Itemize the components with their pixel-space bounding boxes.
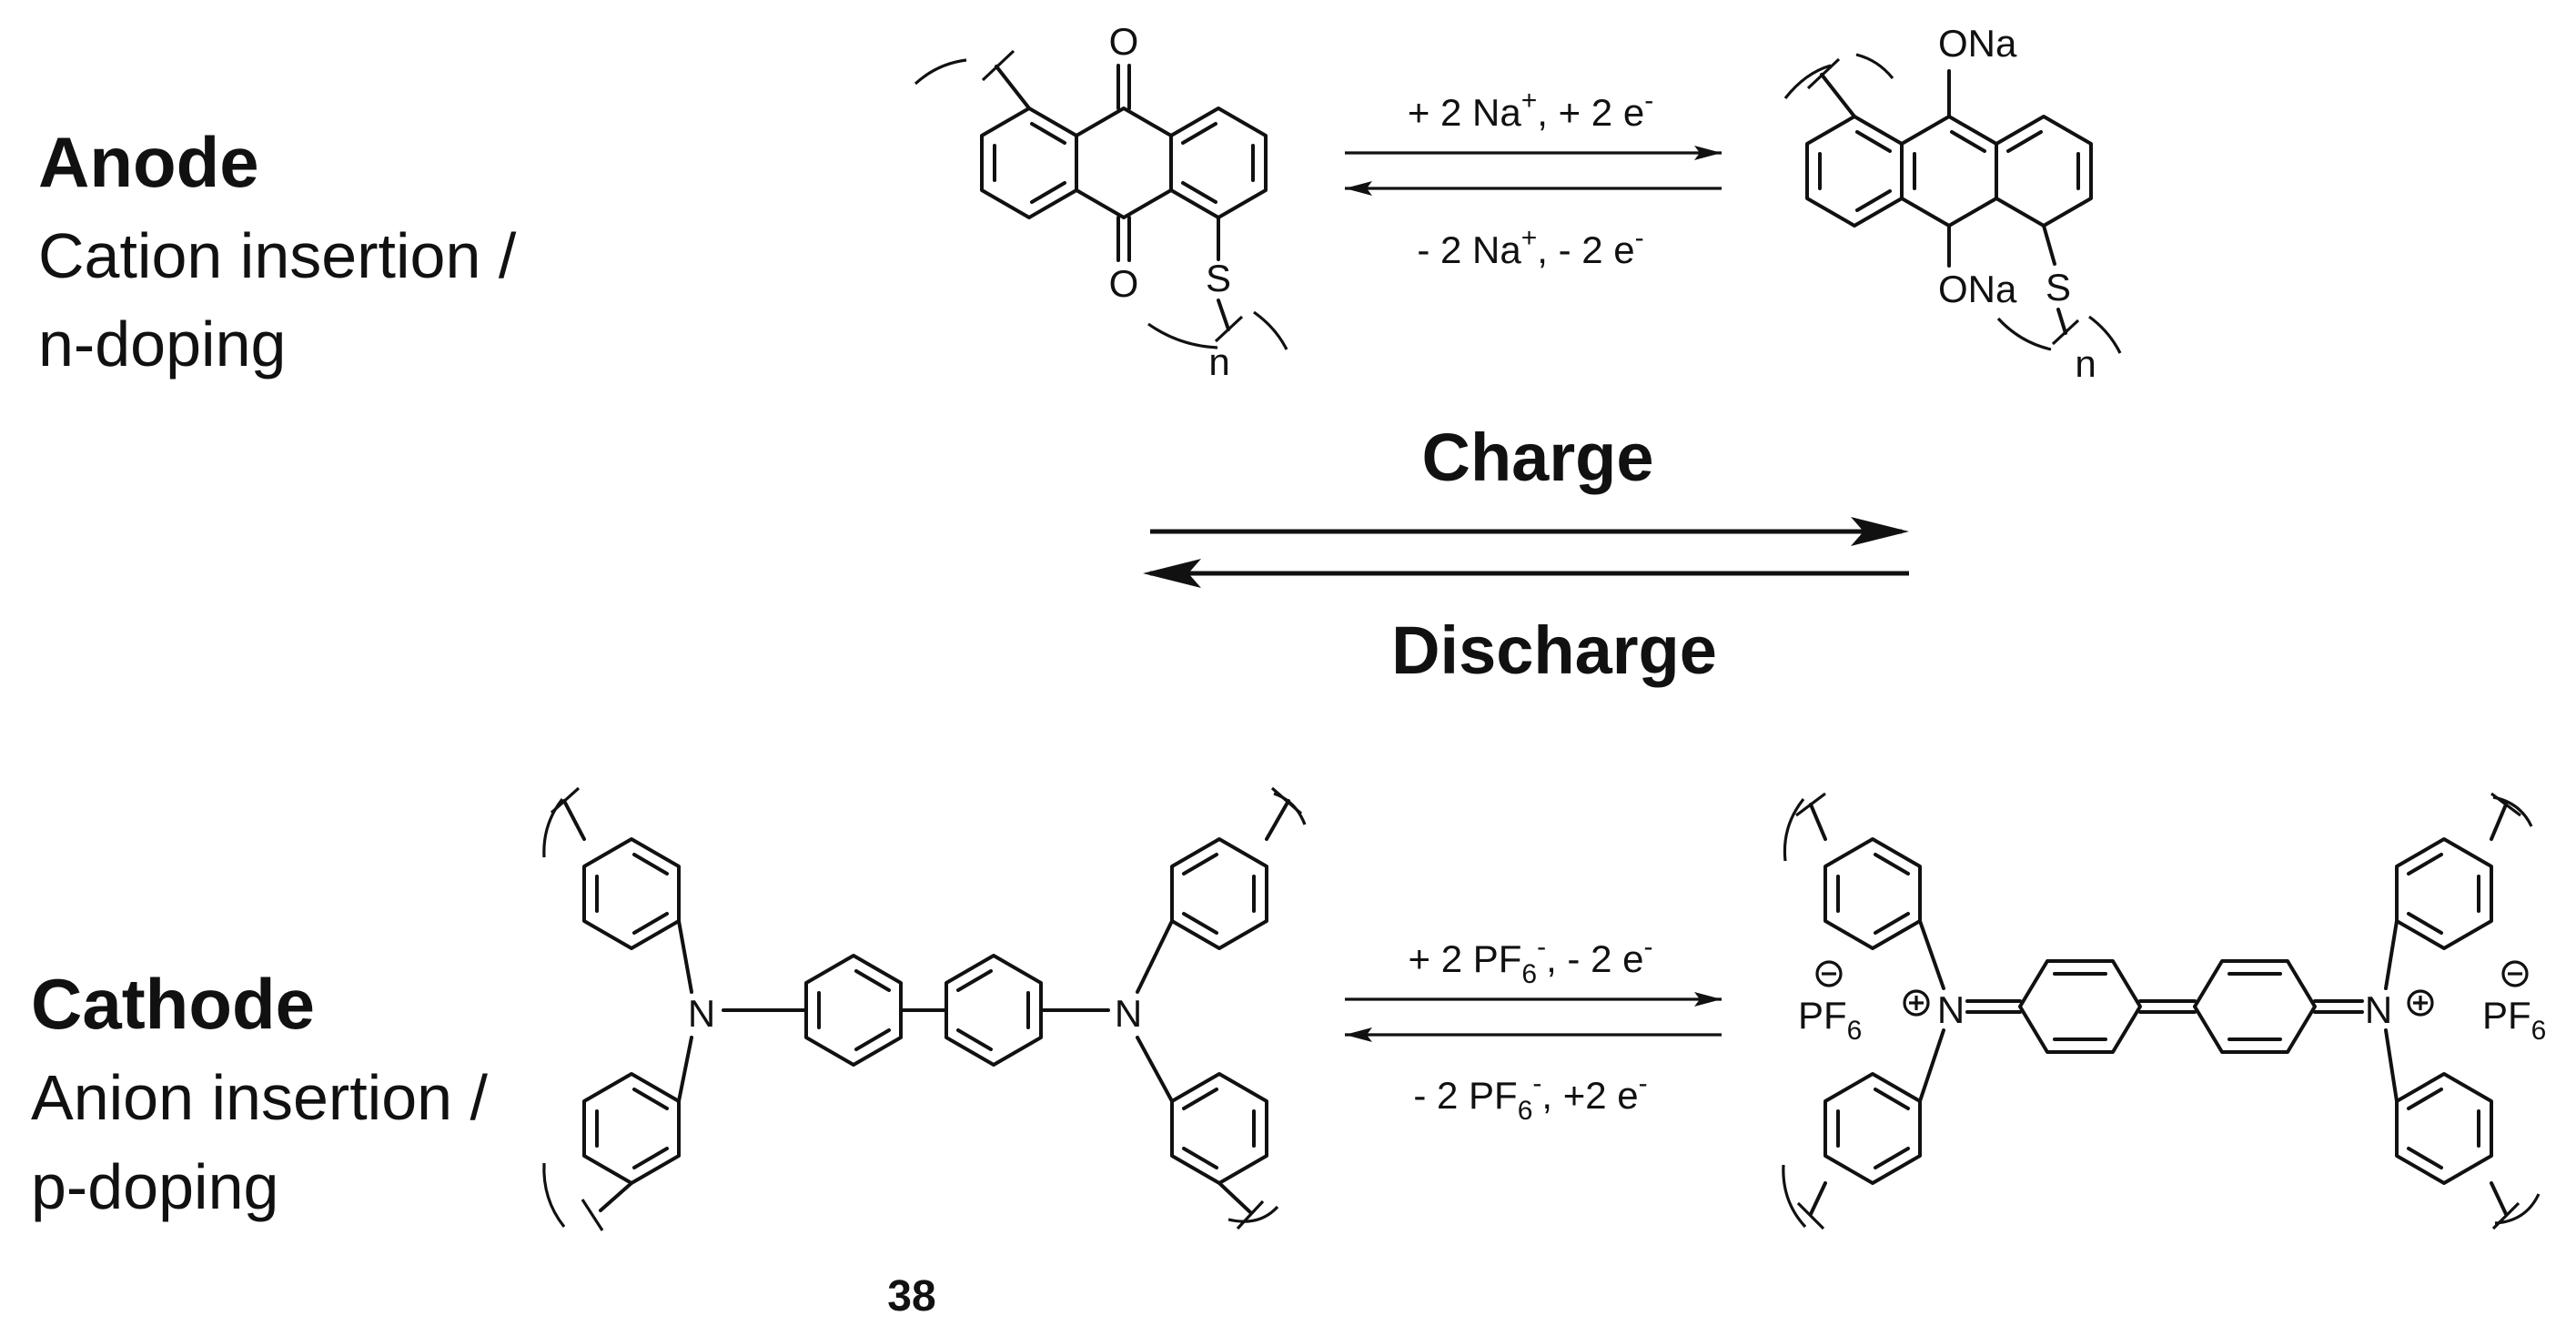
cathode-reverse-condition: - 2 PF6-, +2 e- bbox=[1413, 1068, 1647, 1126]
negative-charge-icon-right bbox=[2501, 960, 2529, 987]
cathode-doping: p-doping bbox=[31, 1151, 278, 1222]
cathode-reaction-arrows bbox=[1345, 992, 1722, 1042]
discharge-label: Discharge bbox=[1391, 612, 1717, 688]
atom-nitrogen-right: N bbox=[1115, 992, 1142, 1035]
positive-charge-icon bbox=[1903, 989, 1930, 1017]
compound-number: 38 bbox=[887, 1272, 935, 1321]
cathode-forward-condition: + 2 PF6-, - 2 e- bbox=[1409, 932, 1653, 989]
atom-sodium-oxide-top: ONa bbox=[1938, 22, 2017, 65]
repeat-unit-n-product: n bbox=[2075, 342, 2096, 385]
anode-title: Anode bbox=[38, 122, 259, 202]
cathode-mechanism: Anion insertion / bbox=[31, 1062, 489, 1133]
cathode-reactant-structure: N N bbox=[542, 786, 1307, 1231]
anode-product-structure: ONa ONa S n bbox=[1783, 22, 2122, 385]
charge-discharge-arrows bbox=[1143, 517, 1909, 588]
positive-charge-icon-right bbox=[2407, 989, 2434, 1017]
anode-reactant-structure: O O S n bbox=[914, 20, 1288, 383]
anode-doping: n-doping bbox=[38, 309, 286, 380]
anode-mechanism: Cation insertion / bbox=[38, 220, 517, 291]
atom-nitrogen-left: N bbox=[688, 992, 715, 1035]
counterion-pf-right: PF6 bbox=[2482, 994, 2546, 1046]
negative-charge-icon bbox=[1815, 960, 1843, 987]
cathode-title: Cathode bbox=[31, 964, 315, 1044]
cathode-product-structure: PF6 N bbox=[1782, 792, 2546, 1230]
anode-reaction-arrows bbox=[1345, 146, 1722, 196]
atom-sodium-oxide-bottom: ONa bbox=[1938, 268, 2017, 310]
atom-oxygen-bottom: O bbox=[1109, 262, 1139, 305]
atom-sulfur-product: S bbox=[2046, 266, 2071, 309]
atom-oxygen-top: O bbox=[1109, 20, 1139, 63]
atom-sulfur: S bbox=[1206, 257, 1231, 299]
anode-forward-condition: + 2 Na+, + 2 e- bbox=[1408, 86, 1653, 134]
atom-nitrogen-cation-left: N bbox=[1937, 988, 1965, 1031]
anode-reverse-condition: - 2 Na+, - 2 e- bbox=[1417, 223, 1643, 271]
atom-nitrogen-cation-right: N bbox=[2365, 988, 2392, 1031]
charge-label: Charge bbox=[1422, 420, 1654, 495]
counterion-pf-left: PF6 bbox=[1798, 994, 1862, 1046]
repeat-unit-n: n bbox=[1208, 340, 1229, 383]
